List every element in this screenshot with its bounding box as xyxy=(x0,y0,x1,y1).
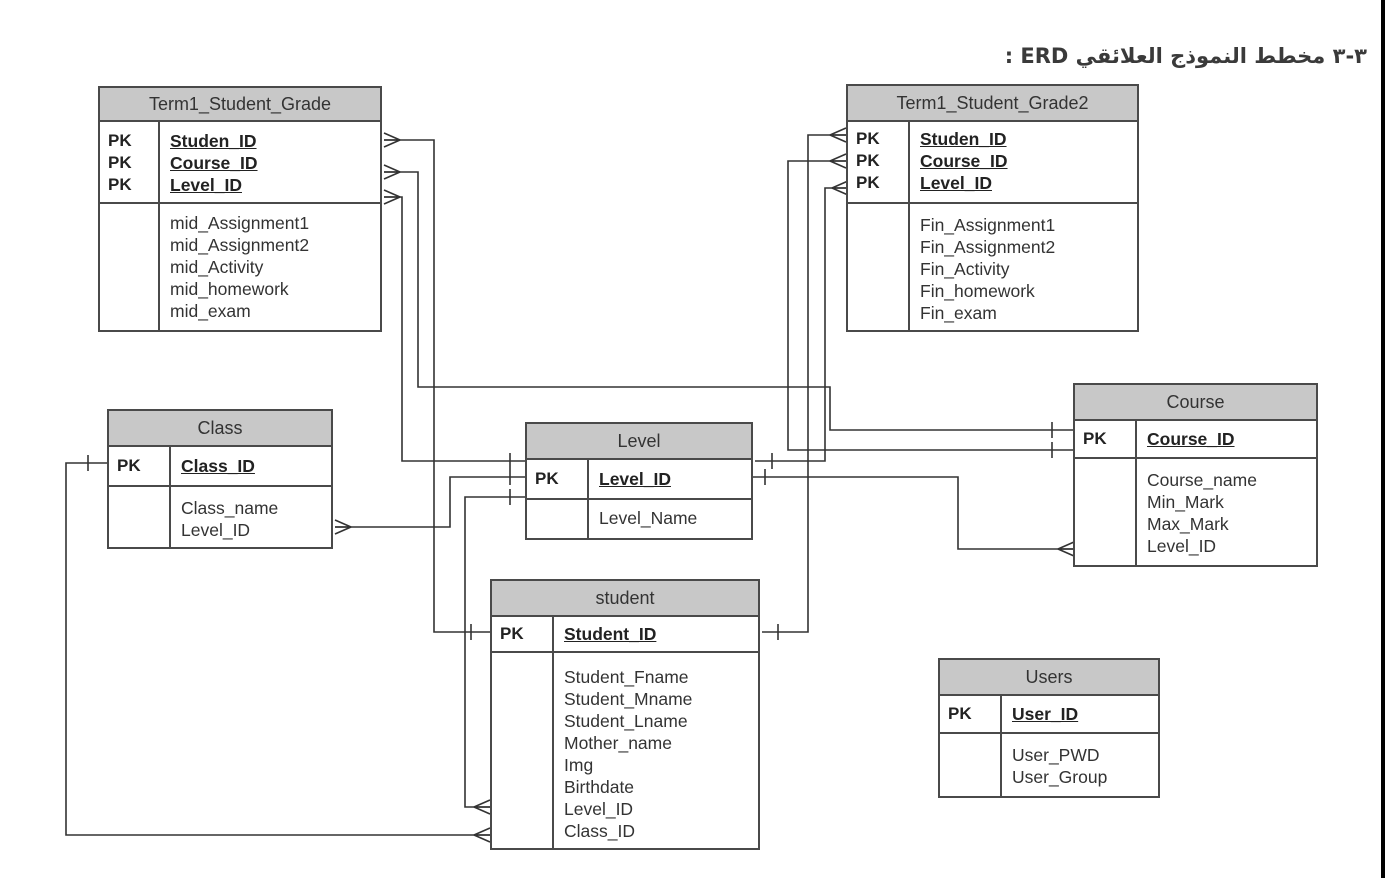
pk-label: PK xyxy=(856,151,880,170)
attribute-field: Fin_Assignment1 xyxy=(920,215,1056,235)
attribute-field: Birthdate xyxy=(564,777,635,797)
attribute-field: mid_Assignment1 xyxy=(170,213,310,233)
link-class-student xyxy=(65,462,490,836)
pk-label: PK xyxy=(492,617,554,651)
pk-label: PK xyxy=(109,447,171,485)
attribute-field: Student_Mname xyxy=(564,689,693,709)
attribute-field: Level_Name xyxy=(599,508,698,528)
crows-foot-many-icon xyxy=(1057,541,1075,557)
pk-label: PK xyxy=(108,131,132,150)
attribute-field: User_Group xyxy=(1012,767,1108,787)
attribute-field: Student_Lname xyxy=(564,711,688,731)
attribute-field: Mother_name xyxy=(564,733,672,753)
crows-foot-many-icon xyxy=(383,132,401,148)
attribute-field: Class_name xyxy=(181,498,279,518)
entity-level[interactable]: Level PK Level_ID Level_Name xyxy=(525,422,753,540)
link-grade-level xyxy=(384,196,525,462)
crows-foot-many-icon xyxy=(473,827,491,843)
pk-field: Course_ID xyxy=(1147,429,1235,449)
attribute-field: Level_ID xyxy=(1147,536,1217,556)
entity-users[interactable]: Users PK User_ID User_PWD User_Group xyxy=(938,658,1160,798)
pk-field: Level_ID xyxy=(170,175,242,195)
link-grade2-student xyxy=(762,134,846,633)
attribute-field: mid_homework xyxy=(170,279,289,299)
pk-field: Student_ID xyxy=(564,624,657,644)
crows-foot-many-icon xyxy=(383,189,401,205)
crows-foot-many-icon xyxy=(473,799,491,815)
attribute-field: Student_Fname xyxy=(564,667,689,687)
pk-field: User_ID xyxy=(1012,704,1079,724)
entity-header: Course xyxy=(1075,385,1316,421)
entity-student[interactable]: student PK Student_ID Student_Fname Stud… xyxy=(490,579,760,850)
entity-course[interactable]: Course PK Course_ID Course_name Min_Mark… xyxy=(1073,383,1318,567)
page-edge-bar xyxy=(1381,0,1385,878)
attribute-field: mid_Assignment2 xyxy=(170,235,310,255)
pk-field: Level_ID xyxy=(920,173,992,193)
pk-field: Level_ID xyxy=(599,469,671,489)
attribute-field: Fin_Activity xyxy=(920,259,1010,279)
link-grade2-course xyxy=(787,160,1073,451)
crows-foot-many-icon xyxy=(383,164,401,180)
attribute-field: Class_ID xyxy=(564,821,635,841)
attribute-field: mid_exam xyxy=(170,301,251,321)
entity-header: Term1_Student_Grade2 xyxy=(848,86,1137,122)
entity-header: Level xyxy=(527,424,751,460)
link-grade-course xyxy=(384,171,1073,431)
entity-header: Class xyxy=(109,411,331,447)
link-class-level xyxy=(335,476,525,528)
attribute-field: Course_name xyxy=(1147,470,1257,490)
pk-label: PK xyxy=(940,696,1002,732)
pk-field: Course_ID xyxy=(920,151,1008,171)
attribute-field: Min_Mark xyxy=(1147,492,1224,512)
pk-label: PK xyxy=(856,173,880,192)
attribute-field: Img xyxy=(564,755,594,775)
pk-label: PK xyxy=(1075,421,1137,457)
link-level-course xyxy=(750,476,1073,550)
pk-field: Class_ID xyxy=(181,456,255,476)
attribute-field: mid_Activity xyxy=(170,257,264,277)
crows-foot-many-icon xyxy=(829,153,847,169)
attribute-field: Fin_homework xyxy=(920,281,1035,301)
link-grade-student xyxy=(384,139,490,633)
attribute-field: Level_ID xyxy=(181,520,251,540)
attribute-field: Max_Mark xyxy=(1147,514,1229,534)
entity-header: student xyxy=(492,581,758,617)
crows-foot-many-icon xyxy=(334,519,352,535)
pk-label: PK xyxy=(527,460,589,498)
link-grade2-level xyxy=(755,187,846,462)
pk-field: Studen_ID xyxy=(920,129,1007,149)
pk-label: PK xyxy=(108,153,132,172)
page-title: ٣-٣ مخطط النموذج العلائقي ERD : xyxy=(1004,44,1367,68)
attribute-field: Fin_exam xyxy=(920,303,997,323)
entity-header: Users xyxy=(940,660,1158,696)
pk-field: Studen_ID xyxy=(170,131,257,151)
crows-foot-many-icon xyxy=(831,180,849,196)
pk-label: PK xyxy=(856,129,880,148)
pk-label: PK xyxy=(108,175,132,194)
attribute-field: Fin_Assignment2 xyxy=(920,237,1056,257)
crows-foot-many-icon xyxy=(829,127,847,143)
pk-field: Course_ID xyxy=(170,153,258,173)
entity-term1-student-grade2[interactable]: Term1_Student_Grade2 PK PK PK Studen_ID … xyxy=(846,84,1139,332)
entity-class[interactable]: Class PK Class_ID Class_name Level_ID xyxy=(107,409,333,549)
entity-header: Term1_Student_Grade xyxy=(100,88,380,122)
attribute-field: Level_ID xyxy=(564,799,634,819)
entity-term1-student-grade[interactable]: Term1_Student_Grade PK PK PK Studen_ID C… xyxy=(98,86,382,332)
attribute-field: User_PWD xyxy=(1012,745,1100,765)
